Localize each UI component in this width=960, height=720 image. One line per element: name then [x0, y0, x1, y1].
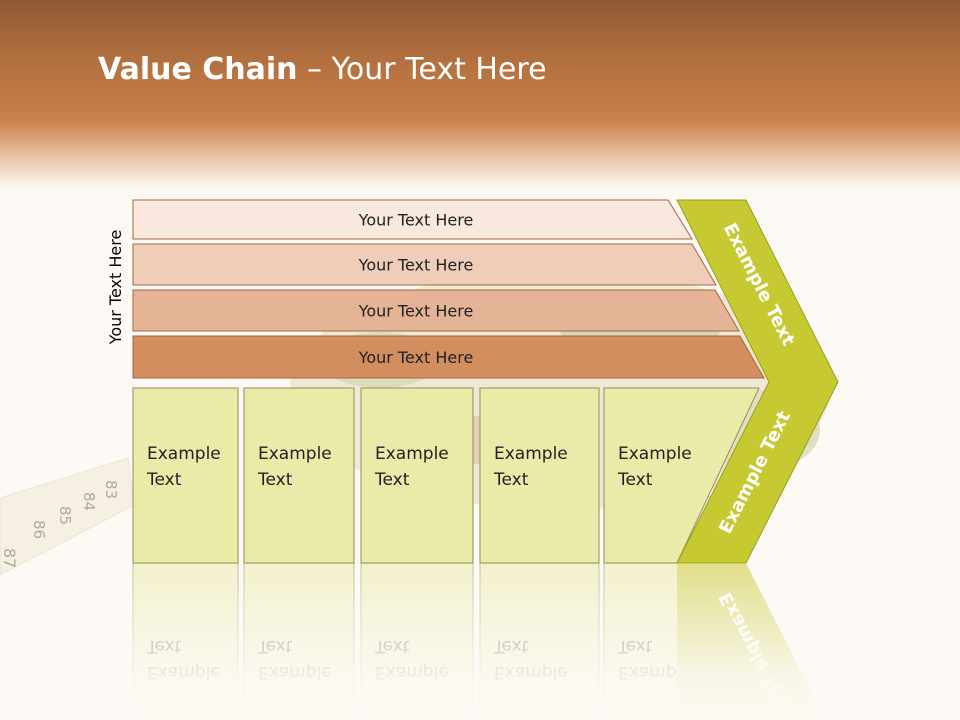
column-2-line1: Example	[258, 444, 332, 464]
column-5-reflection-line2: Text	[617, 636, 653, 656]
chevron-reflection-shape	[677, 563, 766, 720]
column-1-line2: Text	[146, 470, 182, 490]
band-3	[132, 289, 740, 332]
column-5-line2: Text	[617, 470, 653, 490]
svg-text:83: 83	[102, 480, 120, 499]
band-4-label: Your Text Here	[358, 348, 474, 367]
column-3-line1: Example	[375, 444, 449, 464]
svg-text:87: 87	[0, 548, 19, 568]
band-2-label: Your Text Here	[358, 256, 474, 275]
band-1-label: Your Text Here	[358, 211, 474, 230]
column-4-line2: Text	[493, 470, 529, 490]
title-bold: Value Chain	[98, 52, 298, 87]
chevron-reflection: Example Text	[677, 563, 826, 720]
svg-text:86: 86	[30, 520, 48, 539]
band-2	[132, 243, 717, 286]
column-3-reflection-shape	[360, 562, 474, 720]
title-rest: – Your Text Here	[297, 52, 547, 87]
column-1-reflection-shape	[132, 562, 239, 720]
column-2-reflection-line2: Text	[257, 636, 293, 656]
svg-text:84: 84	[80, 492, 98, 511]
column-2-reflection-shape	[243, 562, 355, 720]
column-4-reflection-shape	[479, 562, 600, 720]
band-4	[132, 335, 765, 379]
measuring-tape-decoration: 87 86 85 84 83	[0, 457, 135, 576]
column-3-reflection: Example Text	[360, 562, 474, 720]
side-label: Your Text Here	[106, 230, 125, 346]
column-5-line1: Example	[618, 444, 692, 464]
column-3-reflection-line1: Example	[375, 662, 449, 682]
column-1-line1: Example	[147, 444, 221, 464]
band-1	[132, 199, 693, 240]
chevron-reflection-tip	[746, 563, 826, 720]
reflection-group: ExampleTextExampleTextExampleTextExample…	[132, 562, 826, 720]
column-1-reflection-line2: Text	[146, 636, 182, 656]
column-3-line2: Text	[374, 470, 410, 490]
column-1-reflection-line1: Example	[147, 662, 221, 682]
title-banner	[0, 0, 960, 200]
column-2-reflection-line1: Example	[258, 662, 332, 682]
column-2-line2: Text	[257, 470, 293, 490]
column-1-reflection: Example Text	[132, 562, 239, 720]
column-5-reflection-line1: Example	[618, 662, 692, 682]
column-3-reflection-line2: Text	[374, 636, 410, 656]
slide-title: Value Chain – Your Text Here	[98, 52, 547, 87]
band-3-label: Your Text Here	[358, 302, 474, 321]
svg-text:85: 85	[56, 506, 74, 525]
column-4-reflection: Example Text	[479, 562, 600, 720]
column-2-reflection: Example Text	[243, 562, 355, 720]
column-4-reflection-line2: Text	[493, 636, 529, 656]
column-4-reflection-line1: Example	[494, 662, 568, 682]
column-4-line1: Example	[494, 444, 568, 464]
